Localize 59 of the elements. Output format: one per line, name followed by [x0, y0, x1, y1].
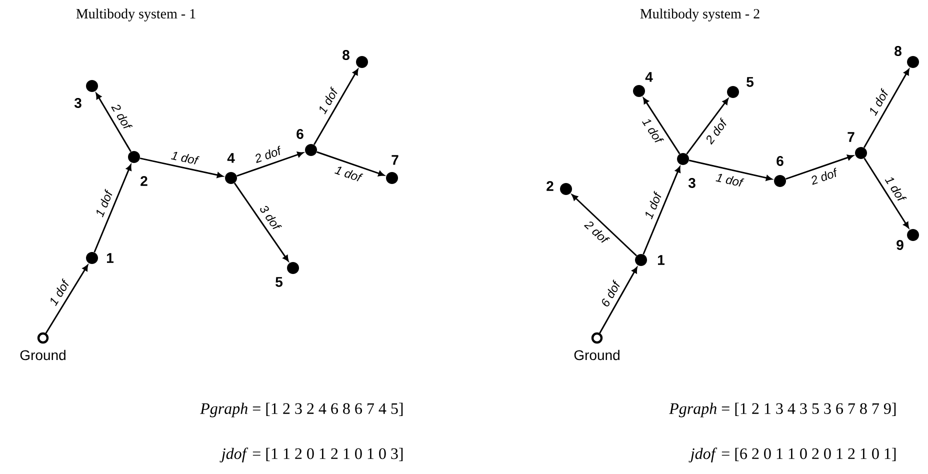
edge-label: 1 dof: [320, 86, 338, 114]
edge-label: 1 dof: [334, 166, 364, 182]
joint-number: 7: [392, 155, 398, 165]
joint-number: 4: [645, 72, 653, 82]
edge-label: 2 dof: [111, 104, 133, 128]
edge-label: 2 dof: [584, 222, 610, 243]
edge-label: 2 dof: [812, 168, 836, 185]
arrow: [96, 92, 132, 152]
joint-number: 6: [776, 156, 784, 166]
joint-number: 5: [276, 277, 283, 287]
arrow: [688, 160, 772, 181]
joint-number: 2: [140, 176, 148, 186]
edge-label: 1 dof: [170, 152, 200, 164]
arrow: [643, 98, 680, 154]
joint-number: 4: [227, 153, 235, 163]
arrow: [316, 151, 384, 176]
ground-label: Ground: [574, 350, 620, 360]
arrow: [642, 166, 681, 255]
arrow: [864, 158, 909, 228]
joint-number: 8: [342, 50, 350, 60]
joint-number: 3: [74, 98, 82, 108]
edge-label: 1 dof: [642, 119, 664, 142]
arrow: [45, 264, 88, 334]
edge-label: 3 dof: [260, 206, 282, 230]
arrow: [786, 154, 854, 180]
joint-number: 3: [688, 178, 696, 188]
joint-number: 5: [746, 77, 754, 87]
joint-number: 7: [848, 132, 854, 142]
arrow: [313, 68, 358, 146]
formula: Pgraph = [1 2 1 3 4 3 5 3 6 7 8 7 9]: [669, 402, 896, 418]
arrow: [599, 266, 638, 334]
arrow: [140, 158, 224, 178]
joint-number: 6: [296, 129, 304, 139]
formula: jdof = [6 2 0 1 1 0 2 0 1 2 1 0 1]: [688, 448, 896, 462]
joint-number: 2: [546, 181, 554, 191]
joint-number: 1: [658, 255, 665, 265]
arrow: [234, 182, 289, 262]
ground-label: Ground: [20, 350, 66, 360]
arrow: [94, 164, 132, 253]
edge-label: 1 dof: [96, 188, 112, 218]
edge-label: 1 dof: [50, 278, 69, 306]
panel-title: Multibody system - 1: [76, 8, 196, 22]
edge-label: 1 dof: [716, 174, 744, 187]
edge-label: 1 dof: [870, 88, 888, 116]
edge-label: 1 dof: [646, 190, 662, 220]
edge-label: 2 dof: [256, 146, 280, 164]
arrow: [863, 68, 910, 148]
edge-label: 6 dof: [602, 279, 620, 306]
arrow: [572, 194, 638, 256]
formula: jdof = [1 1 2 0 1 2 1 0 1 0 3]: [220, 448, 403, 462]
arrow: [236, 152, 304, 177]
joint-number: 1: [107, 253, 114, 263]
formula: Pgraph = [1 2 3 2 4 6 8 6 7 4 5]: [200, 402, 403, 418]
joint-number: 9: [896, 240, 904, 250]
edge-label: 1 dof: [884, 178, 907, 201]
panel-title: Multibody system - 2: [640, 8, 760, 22]
edge-label: 2 dof: [706, 117, 726, 145]
joint-number: 8: [894, 46, 902, 56]
arrow: [686, 98, 728, 154]
